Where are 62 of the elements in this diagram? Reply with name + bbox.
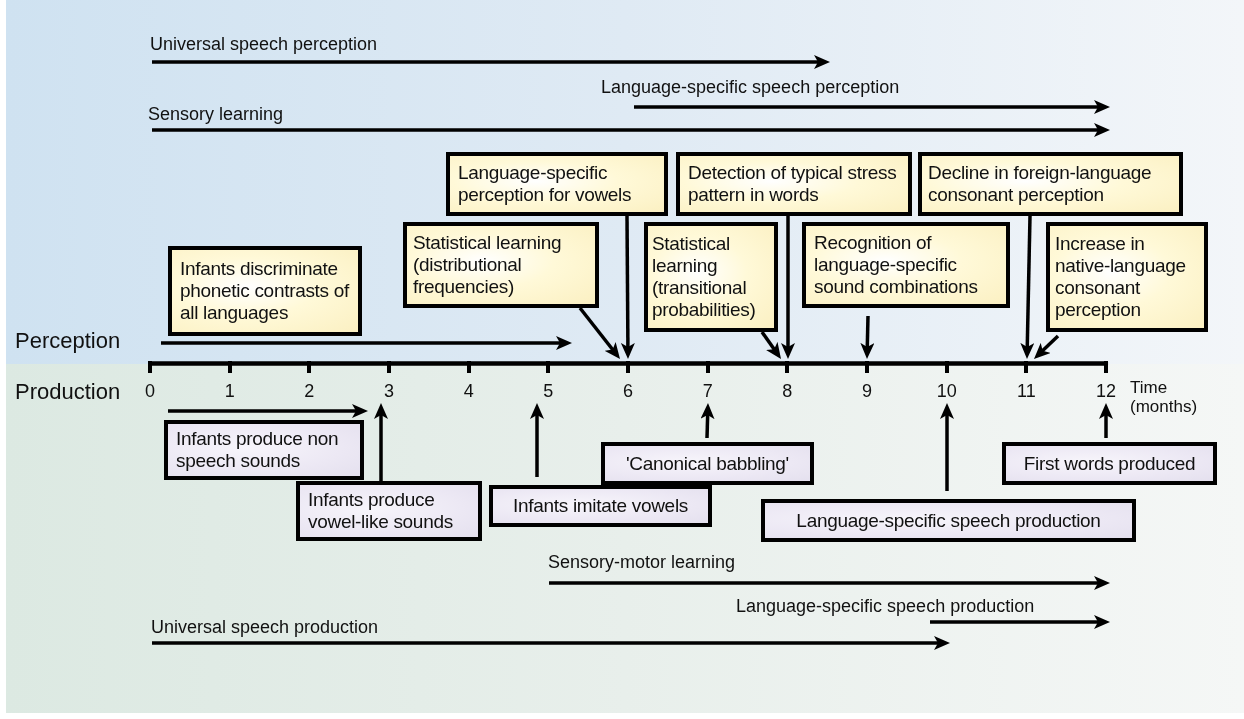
month-tick: 1 — [216, 359, 243, 403]
milestone-text: 'Canonical babbling' — [626, 452, 789, 475]
row-label: Production — [15, 380, 121, 405]
month-tick: 10 — [933, 359, 960, 403]
milestone-text: Language-specific speech production — [796, 509, 1101, 532]
milestone-text: Statistical learning (distributional frequencies) — [413, 232, 563, 298]
production-milestone-box — [1002, 442, 1217, 485]
production-milestone-box — [164, 420, 364, 480]
arrow — [1099, 403, 1113, 438]
month-tick: 4 — [455, 359, 482, 403]
axis-title: Time (months) — [1130, 379, 1199, 417]
arrow — [940, 403, 954, 491]
month-tick: 7 — [694, 359, 721, 403]
phase-label: Universal speech production — [151, 618, 379, 638]
arrow — [620, 216, 635, 359]
perception-milestone-box — [676, 152, 912, 216]
row-label: Perception — [15, 329, 121, 354]
month-tick: 6 — [615, 359, 641, 403]
month-tick: 2 — [296, 359, 323, 403]
arrow — [578, 306, 620, 359]
milestone-text: Statistical learning (transitional probabilities) — [652, 233, 757, 321]
milestone-text: First words produced — [1023, 452, 1196, 475]
perception-milestone-box — [1046, 222, 1208, 332]
month-tick: 3 — [376, 359, 402, 403]
arrow — [760, 331, 781, 359]
milestone-text: Infants discriminate phonetic contrasts of all languages — [180, 258, 350, 324]
milestone-text: Increase in native-language consonant perception — [1055, 233, 1187, 321]
arrow — [1034, 334, 1060, 359]
perception-milestone-box — [918, 152, 1183, 216]
month-tick: 12 — [1093, 359, 1120, 403]
milestone-text: Language-specific perception for vowels — [458, 162, 633, 206]
production-milestone-box — [601, 442, 814, 485]
phase-label: Language-specific speech perception — [601, 78, 900, 98]
milestone-text: Infants produce vowel-like sounds — [308, 489, 454, 533]
milestone-text: Decline in foreign-language consonant perception — [928, 162, 1153, 206]
arrow — [1020, 215, 1035, 359]
perception-milestone-box — [446, 152, 668, 216]
perception-milestone-box — [168, 246, 362, 336]
perception-milestone-box — [802, 222, 1010, 308]
month-tick: 5 — [535, 359, 562, 403]
production-milestone-box — [489, 485, 712, 527]
month-tick: 9 — [854, 359, 880, 403]
arrow — [781, 216, 795, 359]
milestone-text: Recognition of language-specific sound combinations — [814, 232, 979, 298]
phase-label: Sensory learning — [148, 105, 284, 125]
production-milestone-box — [761, 499, 1136, 542]
arrow — [860, 315, 875, 359]
arrow — [530, 403, 544, 477]
milestone-text: Infants produce non speech sounds — [176, 428, 340, 472]
arrow — [374, 403, 388, 481]
phase-label: Universal speech perception — [150, 35, 378, 55]
month-tick: 11 — [1013, 359, 1040, 403]
phase-label: Language-specific speech production — [736, 597, 1035, 617]
production-milestone-box — [296, 481, 482, 541]
perception-milestone-box — [403, 222, 599, 308]
arrow — [700, 403, 715, 439]
month-tick: 8 — [774, 359, 801, 403]
month-tick: 0 — [137, 359, 163, 403]
milestone-text: Detection of typical stress pattern in words — [688, 162, 898, 206]
milestone-text: Infants imitate vowels — [512, 495, 688, 517]
phase-label: Sensory-motor learning — [548, 553, 736, 573]
perception-milestone-box — [644, 222, 778, 332]
